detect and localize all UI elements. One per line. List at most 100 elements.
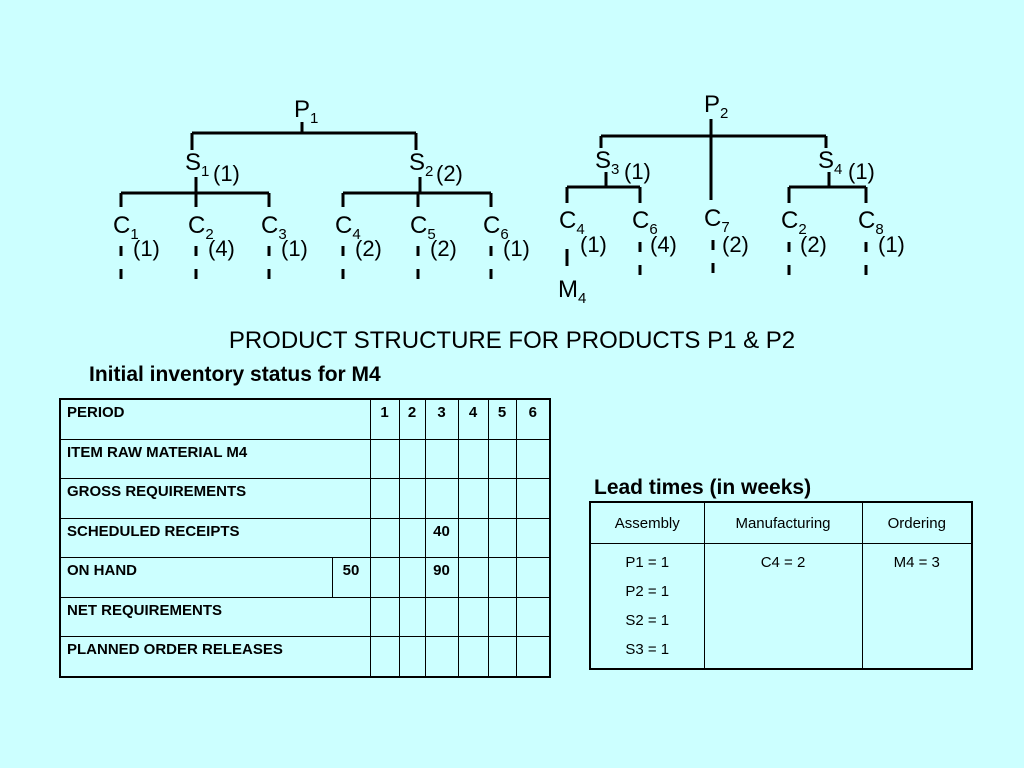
table-row: ITEM RAW MATERIAL M4 [59, 438, 551, 480]
header-ordering: Ordering [861, 501, 973, 544]
table-cell [487, 478, 517, 519]
lead-time-entry: P2 = 1 [625, 583, 670, 600]
table-cell [515, 636, 551, 678]
table-cell [369, 596, 400, 638]
row-label: NET REQUIREMENTS [59, 596, 371, 638]
period-label: PERIOD [59, 398, 371, 440]
table-row: GROSS REQUIREMENTS [59, 478, 551, 519]
tree-node-quantity: (4) [208, 236, 235, 261]
row-label: PLANNED ORDER RELEASES [59, 636, 371, 678]
assembly-lead-times: P1 = 1 P2 = 1 S2 = 1 S3 = 1 [589, 543, 705, 670]
table-cell [424, 438, 459, 480]
tree-node-label: C8 [858, 207, 884, 238]
tree-node-quantity: (4) [650, 232, 677, 257]
period-number: 5 [487, 398, 517, 440]
table-cell [398, 438, 426, 480]
tree-node-quantity: (1) [580, 232, 607, 257]
table-cell [398, 478, 426, 519]
tree-node-quantity: (1) [133, 236, 160, 261]
table-cell [457, 517, 489, 559]
table-row: PLANNED ORDER RELEASES [59, 636, 551, 678]
tree-node-label: C4 [559, 207, 585, 238]
table-cell [369, 438, 400, 480]
table-cell [398, 557, 426, 598]
tree-node-label: C3 [261, 212, 287, 243]
tree-node-label: S1 [185, 149, 209, 180]
ordering-lead-times: M4 = 3 [861, 543, 973, 670]
tree-node-label: C4 [335, 212, 361, 243]
period-number: 6 [515, 398, 551, 440]
lead-times-table: Assembly Manufacturing Ordering P1 = 1 P… [589, 501, 973, 670]
period-number: 2 [398, 398, 426, 440]
tree-node-label: C2 [781, 207, 807, 238]
period-number: 4 [457, 398, 489, 440]
diagram-caption: PRODUCT STRUCTURE FOR PRODUCTS P1 & P2 [228, 327, 796, 354]
row-label: ON HAND [59, 557, 333, 598]
tree-node-label: C6 [483, 212, 509, 243]
table-cell [515, 557, 551, 598]
table-cell [487, 636, 517, 678]
header-manufacturing: Manufacturing [703, 501, 863, 544]
tree-node-quantity: (1) [213, 161, 240, 186]
table-cell [369, 557, 400, 598]
table-cell [487, 557, 517, 598]
table-cell [398, 596, 426, 638]
tree-node-label: M4 [558, 276, 586, 307]
table-cell [457, 438, 489, 480]
inventory-table-title: Initial inventory status for M4 [89, 363, 381, 386]
table-cell [369, 478, 400, 519]
header-assembly: Assembly [589, 501, 705, 544]
lead-time-entry: P1 = 1 [625, 554, 670, 571]
table-cell: 40 [424, 517, 459, 559]
row-label: ITEM RAW MATERIAL M4 [59, 438, 371, 480]
table-cell [457, 636, 489, 678]
lead-times-title: Lead times (in weeks) [594, 476, 812, 499]
tree-node-label: C5 [410, 212, 436, 243]
table-cell [369, 517, 400, 559]
tree-node-label: C6 [632, 207, 658, 238]
tree-node-label: S2 [409, 149, 433, 180]
table-cell [515, 596, 551, 638]
tree-node-label: C2 [188, 212, 214, 243]
row-label: SCHEDULED RECEIPTS [59, 517, 371, 559]
table-cell [424, 636, 459, 678]
lead-time-entry: S3 = 1 [625, 641, 670, 658]
manufacturing-lead-times: C4 = 2 [703, 543, 863, 670]
row-label: GROSS REQUIREMENTS [59, 478, 371, 519]
tree-node-label: P2 [704, 91, 728, 122]
table-cell: 90 [424, 557, 459, 598]
tree-node-quantity: (1) [848, 159, 875, 184]
tree-node-label: C7 [704, 205, 730, 236]
tree-node-quantity: (2) [722, 232, 749, 257]
table-cell [457, 596, 489, 638]
table-cell [424, 596, 459, 638]
table-cell [487, 517, 517, 559]
lead-time-entry: S2 = 1 [625, 612, 670, 629]
initial-value: 50 [331, 557, 371, 598]
tree-node-label: S4 [818, 147, 842, 178]
table-cell [487, 438, 517, 480]
table-cell [515, 517, 551, 559]
tree-node-quantity: (2) [430, 236, 457, 261]
table-cell [515, 438, 551, 480]
lead-time-entry: M4 = 3 [893, 554, 940, 571]
table-cell [369, 636, 400, 678]
tree-node-quantity: (1) [281, 236, 308, 261]
tree-node-label: C1 [113, 212, 139, 243]
table-cell [457, 478, 489, 519]
tree-node-quantity: (1) [878, 232, 905, 257]
table-cell [515, 478, 551, 519]
period-number: 3 [424, 398, 459, 440]
tree-node-quantity: (2) [436, 161, 463, 186]
tree-node-label: S3 [595, 147, 619, 178]
table-cell [487, 596, 517, 638]
table-row: SCHEDULED RECEIPTS 40 [59, 517, 551, 559]
table-cell [398, 517, 426, 559]
table-cell [457, 557, 489, 598]
tree-node-quantity: (2) [800, 232, 827, 257]
table-cell [398, 636, 426, 678]
lead-time-entry: C4 = 2 [760, 554, 806, 571]
